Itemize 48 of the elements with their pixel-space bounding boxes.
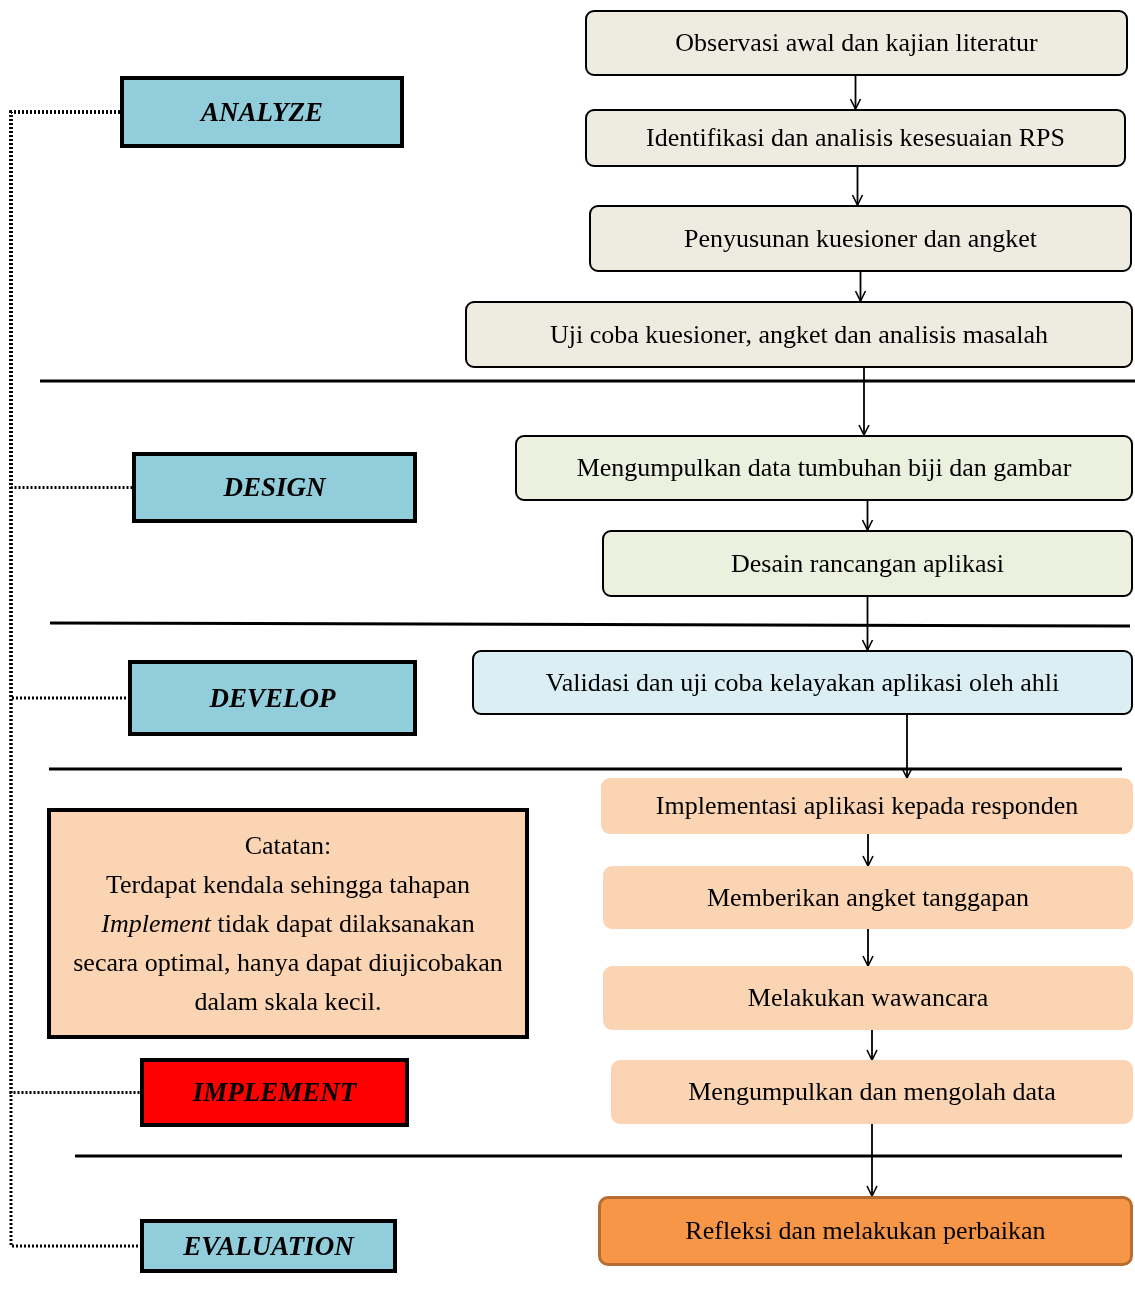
arrow [862,928,874,967]
process-box [603,866,1133,929]
arrow [862,833,874,867]
arrow [861,596,874,651]
process-box [589,205,1132,272]
process-box [465,301,1133,368]
box-label: Uji coba kuesioner, angket dan analisis masalah [550,318,1048,351]
arrow [854,271,867,302]
box-label: Mengumpulkan dan mengolah data [688,1076,1056,1108]
arrow [849,75,862,110]
process-box [601,778,1133,834]
note-text: Terdapat kendala sehingga tahapan Implement tidak dapat dilaksanakan secara optimal, hanya dapat diujicobakan dalam skala kecil. [72,869,504,1018]
box-label: IMPLEMENT [192,1076,357,1109]
box-label: Validasi dan uji coba kelayakan aplikasi oleh ahli [545,666,1060,699]
box-label: Penyusunan kuesioner dan angket [683,222,1038,255]
box-label: Desain rancangan aplikasi [731,547,1004,580]
process-box [472,650,1133,715]
box-label: DESIGN [223,471,326,504]
box-label: Implementasi aplikasi kepada responden [655,790,1079,822]
arrow [861,500,874,531]
process-box [602,530,1133,597]
arrow [851,166,864,206]
phase-box [140,1219,397,1273]
box-label: ANALYZE [201,95,323,129]
process-box [515,435,1133,501]
phase-box [140,1058,409,1127]
process-box [598,1196,1133,1266]
phase-box [132,452,417,523]
arrow [866,1029,878,1061]
note-box [47,808,529,1039]
box-label: Melakukan wawancara [747,982,989,1014]
box-label: Refleksi dan melakukan perbaikan [685,1215,1046,1247]
arrow [866,1123,878,1197]
phase-box [120,76,404,148]
box-label: Memberikan angket tanggapan [707,881,1029,914]
process-box [611,1060,1133,1124]
box-label: EVALUATION [183,1229,354,1263]
box-label: DEVELOP [209,681,336,715]
process-box [585,109,1126,167]
process-box [603,966,1133,1030]
box-label: Identifikasi dan analisis kesesuaian RPS [646,122,1065,154]
phase-box [128,660,417,736]
arrow [858,367,870,436]
box-label: Observasi awal dan kajian literatur [675,27,1038,59]
box-label: Mengumpulkan data tumbuhan biji dan gambar [576,452,1072,484]
arrow [901,714,913,779]
note-heading: Catatan: [244,830,332,862]
process-box [585,10,1128,76]
